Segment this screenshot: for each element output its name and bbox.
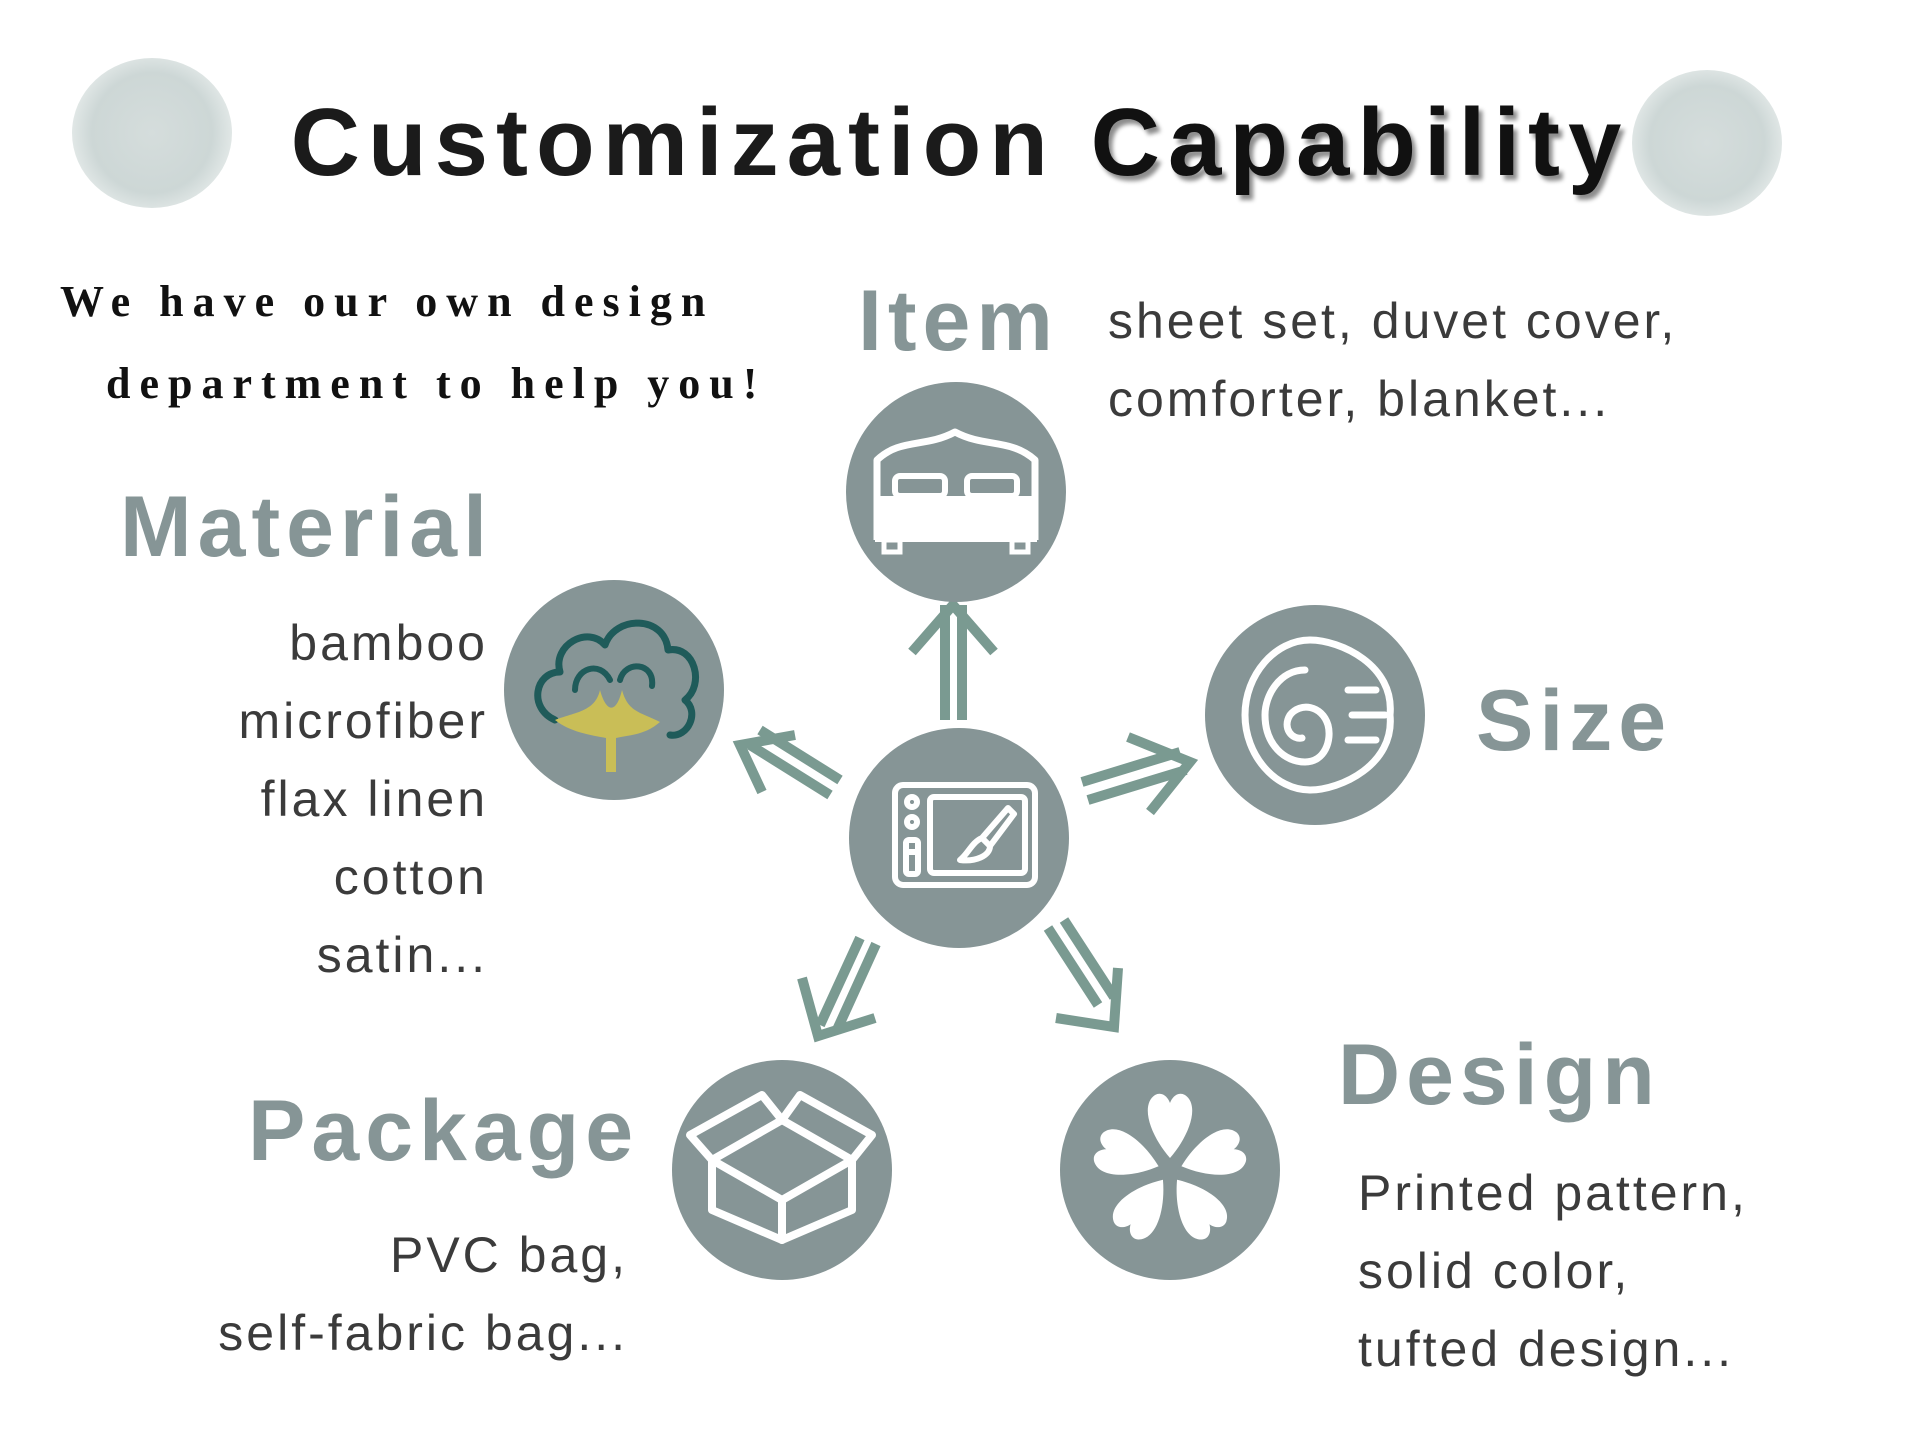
arrow-to-size <box>1080 732 1199 816</box>
center-node <box>849 728 1069 948</box>
material-description: bamboo microfiber flax linen cotton sati… <box>180 604 488 994</box>
material-desc-line: cotton <box>333 849 488 905</box>
material-desc-line: microfiber <box>238 693 488 749</box>
item-desc-line: comforter, blanket... <box>1108 371 1611 427</box>
material-node <box>504 580 724 800</box>
package-desc-line: self-fabric bag... <box>218 1305 628 1361</box>
drawing-tablet-icon <box>892 782 1038 888</box>
design-desc-line: solid color, <box>1358 1243 1631 1299</box>
page-title: Customization Capability <box>0 88 1920 198</box>
title-word-customization: Customization <box>290 89 1056 196</box>
material-desc-line: satin... <box>316 927 488 983</box>
package-heading: Package <box>248 1083 640 1179</box>
tagline-line-2: department to help you! <box>106 359 767 408</box>
design-description: Printed pattern, solid color, tufted des… <box>1358 1154 1748 1388</box>
design-desc-line: tufted design... <box>1358 1321 1735 1377</box>
material-circle <box>504 580 724 800</box>
item-node <box>846 382 1066 602</box>
package-circle <box>672 1060 892 1280</box>
box-icon <box>686 1091 876 1244</box>
arrow-to-package <box>797 935 881 1043</box>
arrow-to-item <box>908 597 998 720</box>
tagline-line-1: We have our own design <box>60 277 715 326</box>
package-desc-line: PVC bag, <box>389 1227 628 1283</box>
flower-icon <box>1093 1093 1247 1240</box>
design-desc-line: Printed pattern, <box>1358 1165 1748 1221</box>
design-circle <box>1060 1060 1280 1280</box>
decorative-circle-left <box>72 58 232 208</box>
size-heading: Size <box>1476 673 1673 769</box>
item-desc-line: sheet set, duvet cover, <box>1108 293 1678 349</box>
design-heading: Design <box>1338 1027 1661 1123</box>
design-node <box>1060 1060 1280 1280</box>
title-word-capability: Capability <box>1090 89 1630 196</box>
arrows <box>732 597 1199 1043</box>
material-desc-line: flax linen <box>260 771 488 827</box>
arrow-to-design <box>1043 917 1123 1033</box>
item-description: sheet set, duvet cover, comforter, blank… <box>1108 282 1677 438</box>
bed-icon <box>873 428 1039 555</box>
arrow-to-material <box>732 725 843 800</box>
fabric-roll-icon <box>1241 636 1394 794</box>
package-description: PVC bag, self-fabric bag... <box>120 1216 628 1372</box>
material-heading: Material <box>120 479 494 575</box>
size-node <box>1205 605 1425 825</box>
cotton-flower-icon <box>534 619 699 772</box>
package-node <box>672 1060 892 1280</box>
material-desc-line: bamboo <box>289 615 488 671</box>
item-heading: Item <box>858 273 1059 369</box>
decorative-circle-right <box>1632 70 1782 216</box>
